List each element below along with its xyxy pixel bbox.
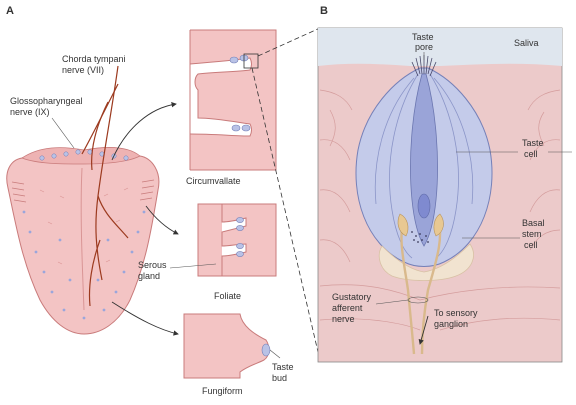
circumvallate-papillae-dots: [39, 149, 129, 161]
foliate-papilla: Serous gland Foliate: [138, 203, 277, 301]
zoom-lines: [251, 27, 321, 353]
nerve-endings: [397, 213, 444, 237]
basal-stem-cell-label: Basal stem cell: [522, 218, 547, 250]
epithelial-cells: [319, 89, 561, 331]
chorda-tympani-branch-2: [88, 239, 101, 307]
chorda-tympani-branch: [97, 195, 129, 239]
circumvallate-tissue-top: [190, 30, 276, 170]
synaptic-vesicles: [411, 231, 429, 243]
serous-gland-label: Serous gland: [138, 260, 169, 281]
to-sensory-ganglion-label: To sensory ganglion: [434, 308, 480, 329]
panel-b-letter: B: [320, 5, 328, 17]
median-sulcus: [80, 167, 85, 311]
arrow-to-circumvallate: [111, 102, 177, 161]
arrow-to-fungiform: [111, 301, 179, 336]
foliate-tissue: [197, 203, 277, 277]
taste-bud-leader: [269, 349, 281, 359]
glossopharyngeal-branch: [91, 101, 109, 171]
to-ganglion-arrow: [418, 315, 429, 345]
panel-a-leaders: [51, 117, 75, 149]
tongue-illustration: [6, 147, 160, 335]
fungiform-papillae-dots: [22, 210, 146, 320]
fungiform-label: Fungiform: [202, 386, 243, 396]
fungiform-tissue: [183, 313, 270, 379]
tongue-body: [6, 151, 160, 335]
chorda-tympani-label: Chorda tympani nerve (VII): [62, 54, 128, 75]
taste-bud-label: Taste bud: [272, 362, 296, 383]
saliva-layer: [318, 28, 562, 66]
panel-a-letter: A: [6, 5, 14, 17]
taste-bud-structure: [355, 55, 493, 267]
glossopharyngeal-label: Glossopharyngeal nerve (IX): [10, 96, 85, 117]
circumvallate-papilla: Circumvallate: [186, 29, 277, 186]
microvilli: [411, 55, 437, 77]
taste-cell-label: Taste cell: [522, 138, 546, 159]
taste-cell-nucleus: [417, 193, 431, 219]
circumvallate-outline: [189, 29, 277, 171]
panel-b: B: [317, 5, 572, 363]
circumvallate-label: Circumvallate: [186, 176, 241, 186]
magnified-region-box: [243, 53, 259, 69]
fungiform-taste-bud: [261, 343, 271, 357]
tongue-surface-texture: [39, 187, 129, 265]
taste-receptor-cell: [410, 73, 438, 247]
tongue-root: [21, 147, 141, 165]
panel-b-leaders: [375, 52, 572, 305]
serous-gland-leader: [169, 263, 217, 269]
papilla-arrows: [111, 102, 179, 336]
cranial-nerves: [81, 65, 129, 307]
taste-pore-label: Taste pore: [412, 32, 436, 52]
foliate-taste-buds: [236, 217, 244, 257]
panel-a: A: [6, 5, 321, 396]
arrow-to-foliate: [145, 205, 179, 235]
chorda-tympani-nerve: [95, 65, 119, 281]
saliva-label: Saliva: [514, 38, 539, 48]
fungiform-papilla: Taste bud Fungiform: [183, 313, 296, 396]
foliate-striations: [11, 179, 155, 203]
gustatory-afferent-nerve-label: Gustatory afferent nerve: [332, 292, 374, 324]
foliate-label: Foliate: [214, 291, 241, 301]
basal-stem-cells: [378, 243, 474, 281]
